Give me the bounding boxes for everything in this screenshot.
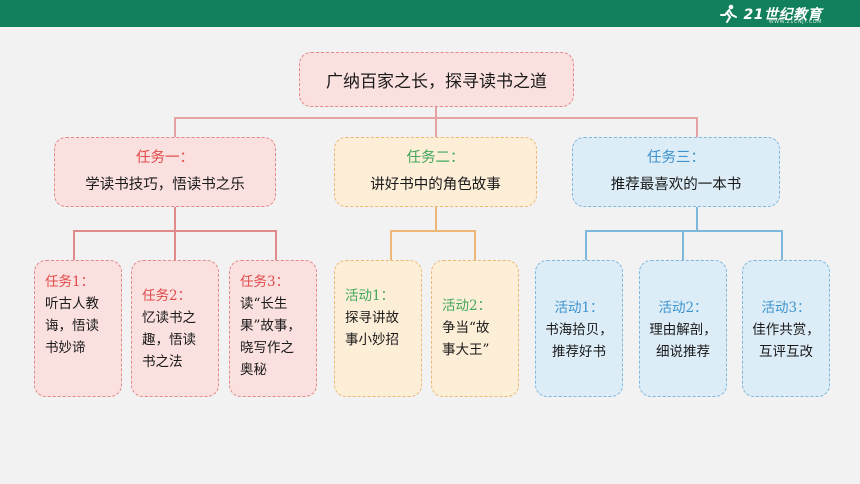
activity-title: 活动2： [658, 300, 708, 316]
activity-title: 活动2： [442, 298, 492, 314]
task-node-2: 任务二： 讲好书中的角色故事 [334, 137, 537, 207]
activity-line: 事小妙招 [345, 332, 399, 348]
root-label: 广纳百家之长，探寻读书之道 [326, 72, 547, 92]
activity-line: 事大王” [442, 342, 490, 358]
activity-node-3-3: 活动3： 佳作共赏， 互评互改 [742, 260, 830, 397]
activity-line: 互评互改 [759, 344, 813, 360]
activity-line: 佳作共赏， [752, 322, 820, 338]
activity-line: 推荐好书 [552, 344, 606, 360]
task-desc: 推荐最喜欢的一本书 [610, 177, 742, 193]
logo-text: 21世纪教育 [743, 7, 822, 23]
root-node: 广纳百家之长，探寻读书之道 [299, 52, 574, 107]
subtask-line: 听古人教 [45, 296, 99, 312]
activity-node-3-1: 活动1： 书海拾贝， 推荐好书 [535, 260, 623, 397]
subtask-line: 书之法 [142, 354, 183, 370]
subtask-line: 趣，悟读 [142, 332, 196, 348]
subtask-node-2: 任务2： 忆读书之 趣，悟读 书之法 [131, 260, 219, 397]
header-bar: 21世纪教育 WWW.21CNJY.COM [0, 0, 860, 27]
task-title: 任务二： [406, 150, 465, 166]
activity-node-2-1: 活动1： 探寻讲故 事小妙招 [334, 260, 422, 397]
subtask-line: 果”故事， [240, 318, 301, 334]
activity-node-3-2: 活动2： 理由解剖， 细说推荐 [639, 260, 727, 397]
activity-line: 争当“故 [442, 320, 490, 336]
task-desc: 讲好书中的角色故事 [370, 177, 501, 193]
task-node-3: 任务三： 推荐最喜欢的一本书 [572, 137, 780, 207]
subtask-line: 忆读书之 [142, 310, 196, 326]
logo: 21世纪教育 WWW.21CNJY.COM [718, 3, 822, 25]
subtask-title: 任务1： [45, 274, 95, 290]
subtask-line: 读“长生 [240, 296, 288, 312]
subtask-line: 诲，悟读 [45, 318, 99, 334]
task-title: 任务一： [136, 150, 194, 166]
activity-title: 活动1： [345, 288, 395, 304]
subtask-title: 任务2： [142, 288, 192, 304]
activity-title: 活动3： [761, 300, 811, 316]
subtask-node-3: 任务3： 读“长生 果”故事， 晓写作之 奥秘 [229, 260, 317, 397]
activity-title: 活动1： [554, 300, 604, 316]
subtask-line: 书妙谛 [45, 340, 86, 356]
task-node-1: 任务一： 学读书技巧，悟读书之乐 [54, 137, 276, 207]
activity-node-2-2: 活动2： 争当“故 事大王” [431, 260, 519, 397]
task-desc: 学读书技巧，悟读书之乐 [85, 177, 245, 193]
subtask-line: 晓写作之 [240, 340, 294, 356]
subtask-node-1: 任务1： 听古人教 诲，悟读 书妙谛 [34, 260, 122, 397]
activity-line: 书海拾贝， [545, 322, 613, 338]
running-figure-logo-icon [719, 4, 737, 23]
subtask-line: 奥秘 [240, 362, 267, 378]
activity-line: 细说推荐 [656, 344, 710, 360]
activity-line: 探寻讲故 [345, 310, 399, 326]
subtask-title: 任务3： [240, 274, 290, 290]
activity-line: 理由解剖， [649, 322, 717, 338]
task-title: 任务三： [647, 150, 705, 166]
logo-subtext: WWW.21CNJY.COM [768, 19, 822, 25]
